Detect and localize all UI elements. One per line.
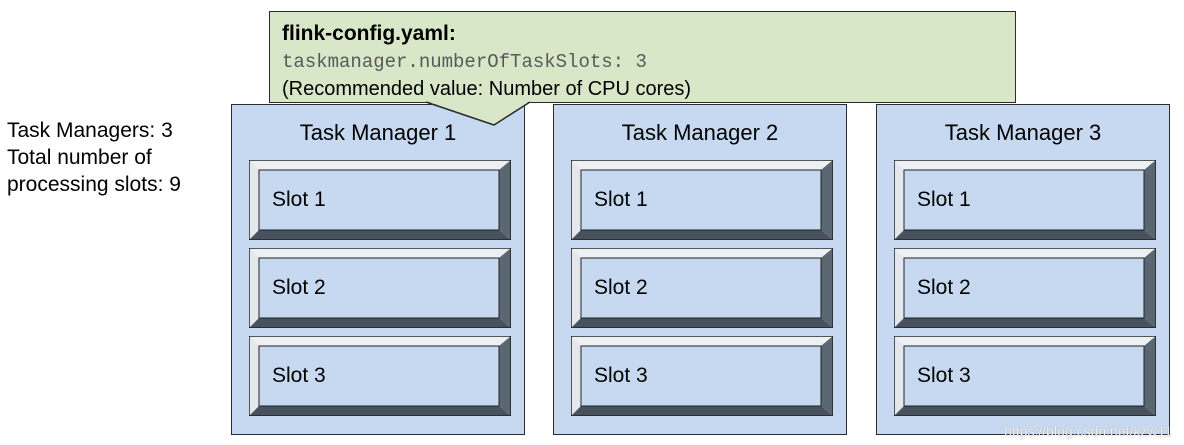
slot-label: Slot 1 [594,188,648,211]
task-manager-title: Task Manager 3 [944,120,1102,145]
slot-box: Slot 1 [571,160,833,240]
slot-label: Slot 3 [272,364,326,387]
slot-bevel [249,248,511,328]
task-manager-title: Task Manager 1 [299,120,457,145]
slot-box: Slot 1 [894,160,1156,240]
slot-bevel [894,160,1156,240]
slot-label: Slot 1 [272,188,326,211]
task-manager-1: Task Manager 1 Slot 1 Slot 2 Slot 3 [231,104,525,435]
task-manager-title: Task Manager 2 [621,120,779,145]
slot-label: Slot 3 [594,364,648,387]
task-managers-count: Task Managers: 3 [7,119,173,142]
slot-box: Slot 1 [249,160,511,240]
config-recommendation: (Recommended value: Number of CPU cores) [282,78,692,100]
slot-bevel [571,248,833,328]
config-callout: flink-config.yaml: taskmanager.numberOfT… [269,11,1016,103]
slot-bevel [249,336,511,416]
config-file-name: flink-config.yaml: [282,22,456,45]
slot-bevel [571,336,833,416]
slot-bevel [894,336,1156,416]
config-setting-code: taskmanager.numberOfTaskSlots: 3 [282,51,647,73]
summary-text: Task Managers: 3 Total number of process… [7,117,181,198]
slot-box: Slot 3 [249,336,511,416]
slot-label: Slot 3 [917,364,971,387]
task-manager-2: Task Manager 2 Slot 1 Slot 2 Slot 3 [553,104,847,435]
slot-box: Slot 2 [249,248,511,328]
slot-label: Slot 2 [272,276,326,299]
total-slots-label: Total number of [7,146,152,169]
slot-label: Slot 2 [917,276,971,299]
slot-bevel [571,160,833,240]
slot-box: Slot 2 [571,248,833,328]
processing-slots-count: processing slots: 9 [7,173,181,196]
slot-bevel [894,248,1156,328]
task-manager-3: Task Manager 3 Slot 1 Slot 2 Slot 3 [876,104,1170,435]
slot-box: Slot 3 [571,336,833,416]
watermark-text: https://blog.csdn.net/kzw11 [1004,423,1172,439]
slot-label: Slot 1 [917,188,971,211]
slot-label: Slot 2 [594,276,648,299]
slot-box: Slot 3 [894,336,1156,416]
slot-bevel [249,160,511,240]
slot-box: Slot 2 [894,248,1156,328]
